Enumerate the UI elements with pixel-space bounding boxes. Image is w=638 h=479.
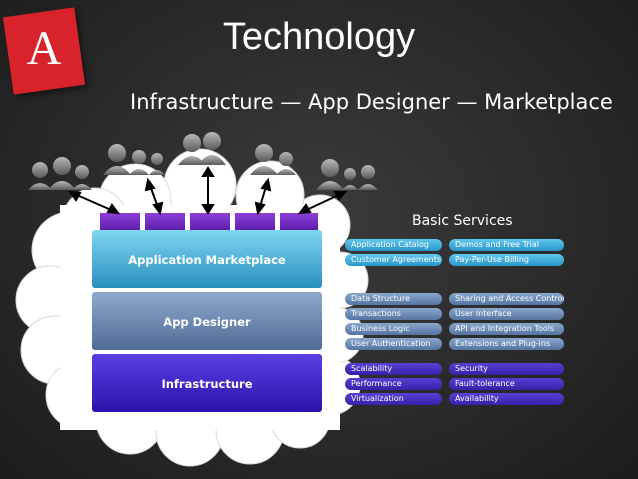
- stack-layer-label: App Designer: [163, 315, 251, 329]
- user-group-icon: [28, 132, 378, 190]
- service-pill: Performance: [345, 378, 442, 390]
- service-pill: Extensions and Plug-ins: [449, 338, 564, 350]
- service-pill: Transactions: [345, 308, 442, 320]
- basic-services-title: Basic Services: [412, 213, 513, 229]
- service-pill: User Authentication: [345, 338, 442, 350]
- infrastructure-layer: [92, 354, 322, 412]
- service-pill: User Interface: [449, 308, 564, 320]
- service-pill: Business Logic: [345, 323, 442, 335]
- slide-title: Technology: [222, 16, 416, 58]
- service-pill: Application Catalog: [345, 239, 442, 251]
- connector-tabs: [100, 213, 318, 231]
- service-pill: Demos and Free Trial: [449, 239, 564, 251]
- service-pill: API and Integration Tools: [449, 323, 564, 335]
- service-pill: Virtualization: [345, 393, 442, 405]
- stack-layer-label: Application Marketplace: [128, 253, 286, 267]
- arrow-icon: [67, 166, 348, 216]
- service-pill: Sharing and Access Control: [449, 293, 564, 305]
- service-pill: Security: [449, 363, 564, 375]
- slide-subtitle: Infrastructure — App Designer — Marketpl…: [130, 90, 613, 114]
- service-pill: Availability: [449, 393, 564, 405]
- app-designer-layer: [92, 292, 322, 350]
- service-pill: Pay-Per-Use Billing: [449, 254, 564, 266]
- marketplace-layer: [92, 230, 322, 288]
- service-pill: Scalability: [345, 363, 442, 375]
- service-pill: Fault-tolerance: [449, 378, 564, 390]
- stack-layer-label: Infrastructure: [161, 377, 253, 391]
- service-pill: Customer Agreements: [345, 254, 442, 266]
- service-pill: Data Structure: [345, 293, 442, 305]
